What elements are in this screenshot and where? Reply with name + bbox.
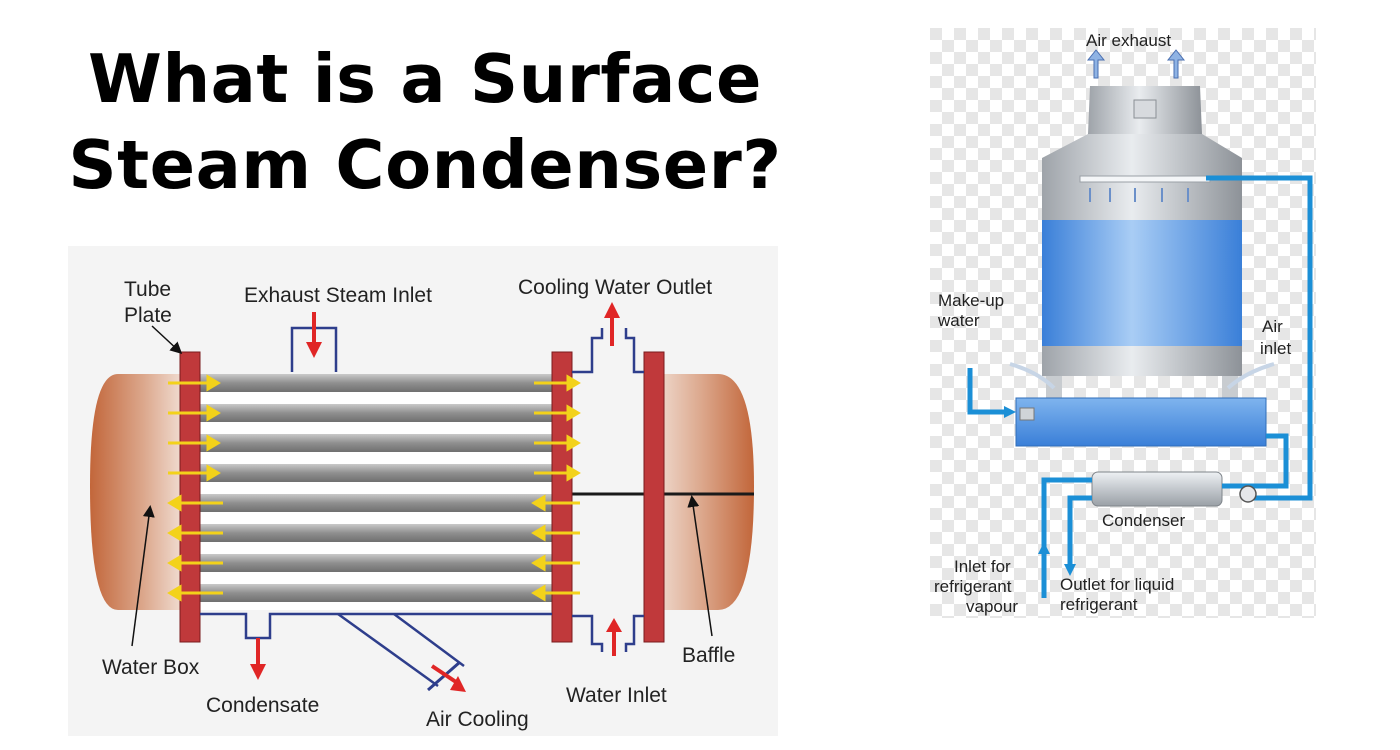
label-inlet-ref-1: Inlet for — [954, 557, 1011, 576]
arrow-left — [167, 584, 223, 602]
make-up-water-arrow — [1004, 406, 1016, 418]
refrigerant-outlet-pipe — [1067, 495, 1092, 568]
arrow-left — [531, 524, 580, 542]
water-box-right — [658, 374, 754, 610]
supply-pipe — [1206, 175, 1313, 501]
flow-arrows-yellow — [167, 374, 581, 602]
air-cooling-pipe — [337, 612, 465, 688]
page-title: What is a Surface Steam Condenser? — [30, 36, 820, 208]
spray-arrows — [1089, 188, 1189, 202]
tower-water-section — [1042, 220, 1242, 346]
return-pipe — [1222, 433, 1289, 489]
label-cooling-water-outlet: Cooling Water Outlet — [518, 276, 712, 299]
label-tube-plate-2: Plate — [124, 304, 172, 327]
tube — [186, 524, 556, 542]
arrow-right — [534, 404, 581, 422]
arrow-right — [168, 404, 221, 422]
label-tube-plate-1: Tube — [124, 278, 171, 301]
tube — [186, 584, 556, 602]
label-inlet-ref-3: vapour — [966, 597, 1018, 616]
air-inlet-arrow-left — [1009, 362, 1056, 390]
air-exhaust-arrows — [1086, 49, 1186, 79]
water-inlet-nozzle — [572, 614, 644, 652]
label-baffle: Baffle — [682, 644, 735, 667]
cooling-tower-diagram: Air exhaust Make-up water Air inlet Cond… — [930, 28, 1316, 618]
label-inlet-ref-2: refrigerant — [934, 577, 1012, 596]
surface-condenser-diagram: Tube Plate Exhaust Steam Inlet Cooling W… — [68, 246, 778, 736]
label-exhaust-steam-inlet: Exhaust Steam Inlet — [244, 284, 432, 307]
label-make-up-1: Make-up — [938, 291, 1004, 310]
label-air-exhaust: Air exhaust — [1086, 31, 1171, 50]
distribution-pipe — [1079, 175, 1211, 183]
arrow-left — [167, 524, 223, 542]
tower-lower-band — [1042, 346, 1242, 376]
tube-bank — [186, 374, 556, 602]
tower-basin — [1015, 397, 1267, 447]
label-air-inlet-1: Air — [1262, 317, 1283, 336]
tube — [186, 494, 556, 512]
label-air-cooling: Air Cooling — [426, 708, 529, 731]
water-box-leader — [131, 505, 155, 647]
label-condenser: Condenser — [1102, 511, 1186, 530]
tube-plate-leader — [151, 325, 183, 355]
basin-valve — [1019, 407, 1035, 421]
condensate-arrow — [250, 638, 266, 680]
cooling-water-outlet-nozzle — [572, 328, 644, 374]
cooling-water-outlet-arrow — [604, 302, 620, 346]
exhaust-steam-arrow — [306, 312, 322, 358]
tube — [186, 404, 556, 422]
air-cooling-arrow — [430, 664, 466, 692]
outer-plate-right — [643, 351, 665, 643]
label-make-up-2: water — [937, 311, 980, 330]
title-line-2: Steam Condenser? — [68, 126, 782, 204]
arrow-right — [534, 374, 581, 392]
refrigerant-inlet-pipe — [1041, 477, 1092, 598]
baffle-leader — [687, 495, 713, 637]
arrow-right — [534, 464, 581, 482]
tube — [186, 554, 556, 572]
refrigerant-inlet-arrow — [1038, 542, 1050, 554]
label-water-inlet: Water Inlet — [566, 684, 667, 707]
arrow-left — [531, 494, 580, 512]
condenser-unit — [1091, 471, 1223, 507]
label-condensate: Condensate — [206, 694, 319, 717]
tube — [186, 374, 556, 392]
tube-plate-left — [179, 351, 201, 643]
label-outlet-ref-2: refrigerant — [1060, 595, 1138, 614]
pump — [1239, 485, 1257, 503]
water-box-left — [90, 374, 180, 610]
tube — [186, 464, 556, 482]
arrow-left — [167, 554, 223, 572]
arrow-left — [531, 584, 580, 602]
arrow-right — [168, 374, 221, 392]
refrigerant-outlet-arrow — [1064, 564, 1076, 576]
tube-plate-right — [551, 351, 573, 643]
fan-hub — [1133, 99, 1157, 119]
arrow-right — [168, 434, 221, 452]
arrow-right — [168, 464, 221, 482]
title-line-1: What is a Surface — [88, 40, 762, 118]
make-up-water-pipe — [967, 368, 1006, 415]
label-air-inlet-2: inlet — [1260, 339, 1291, 358]
label-water-box: Water Box — [102, 656, 200, 679]
arrow-right — [534, 434, 581, 452]
arrow-left — [531, 554, 580, 572]
arrow-left — [167, 494, 223, 512]
air-inlet-arrow-right — [1226, 362, 1275, 390]
label-outlet-ref-1: Outlet for liquid — [1060, 575, 1174, 594]
water-inlet-arrow — [606, 618, 622, 656]
tube — [186, 434, 556, 452]
